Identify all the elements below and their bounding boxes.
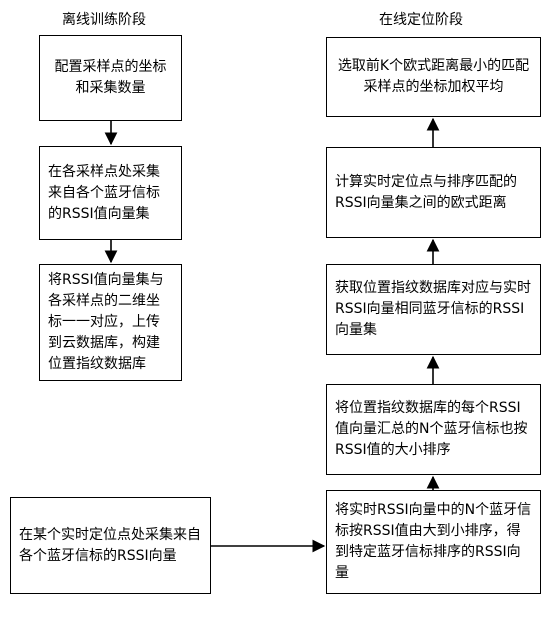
step-collect-realtime-rssi: 在某个实时定位点处采集来自各个蓝牙信标的RSSI向量 bbox=[10, 497, 211, 594]
step-build-fingerprint-db: 将RSSI值向量集与各采样点的二维坐标一一对应，上传到云数据库，构建位置指纹数据… bbox=[39, 264, 182, 381]
step-weighted-average-text: 选取前K个欧式距离最小的匹配采样点的坐标加权平均 bbox=[337, 58, 530, 95]
step-configure-sampling-points-text: 配置采样点的坐标和采集数量 bbox=[54, 59, 167, 96]
step-build-fingerprint-db-text: 将RSSI值向量集与各采样点的二维坐标一一对应，上传到云数据库，构建位置指纹数据… bbox=[48, 272, 164, 372]
step-collect-rssi-sets: 在各采样点处采集来自各个蓝牙信标的RSSI值向量集 bbox=[39, 146, 182, 240]
step-compute-distance-text: 计算实时定位点与排序匹配的RSSI向量集之间的欧式距离 bbox=[335, 173, 517, 211]
step-get-fingerprint-subset-text: 获取位置指纹数据库对应与实时RSSI向量相同蓝牙信标的RSSI向量集 bbox=[335, 280, 531, 338]
step-sort-fingerprint-db: 将位置指纹数据库的每个RSSI值向量汇总的N个蓝牙信标也按RSSI值的大小排序 bbox=[326, 384, 541, 475]
step-compute-distance: 计算实时定位点与排序匹配的RSSI向量集之间的欧式距离 bbox=[326, 147, 541, 238]
step-weighted-average: 选取前K个欧式距离最小的匹配采样点的坐标加权平均 bbox=[326, 37, 541, 117]
step-configure-sampling-points: 配置采样点的坐标和采集数量 bbox=[39, 35, 182, 121]
online-positioning-heading: 在线定位阶段 bbox=[379, 12, 463, 28]
step-collect-rssi-sets-text: 在各采样点处采集来自各个蓝牙信标的RSSI值向量集 bbox=[48, 163, 160, 222]
step-sort-fingerprint-db-text: 将位置指纹数据库的每个RSSI值向量汇总的N个蓝牙信标也按RSSI值的大小排序 bbox=[335, 400, 528, 458]
offline-training-heading: 离线训练阶段 bbox=[62, 12, 146, 28]
step-sort-realtime-rssi: 将实时RSSI向量中的N个蓝牙信标按RSSI值由大到小排序，得到特定蓝牙信标排序… bbox=[326, 490, 541, 594]
step-sort-realtime-rssi-text: 将实时RSSI向量中的N个蓝牙信标按RSSI值由大到小排序，得到特定蓝牙信标排序… bbox=[335, 502, 532, 581]
step-collect-realtime-rssi-text: 在某个实时定位点处采集来自各个蓝牙信标的RSSI向量 bbox=[19, 526, 201, 564]
step-get-fingerprint-subset: 获取位置指纹数据库对应与实时RSSI向量相同蓝牙信标的RSSI向量集 bbox=[326, 264, 541, 355]
